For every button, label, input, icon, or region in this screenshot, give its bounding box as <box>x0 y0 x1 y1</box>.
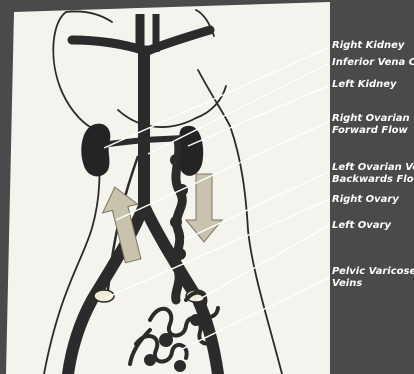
body-panel <box>6 2 330 374</box>
label-left-ovarian-line1: Left Ovarian Ve <box>332 162 414 173</box>
ovarian-varix-3 <box>170 216 182 228</box>
label-pelvic-varicose-line1: Pelvic Varicose <box>332 266 414 277</box>
label-right-kidney: Right Kidney <box>332 40 405 51</box>
label-inferior-vena-cava: Inferior Vena Ca <box>332 57 414 68</box>
label-left-ovary: Left Ovary <box>332 220 391 231</box>
label-right-ovarian-line1: Right Ovarian V <box>332 113 414 124</box>
label-left-kidney: Left Kidney <box>332 79 397 90</box>
ovarian-varix-4 <box>174 248 186 260</box>
label-right-ovary: Right Ovary <box>332 194 399 205</box>
label-right-ovarian-line2: Forward Flow <box>332 125 409 136</box>
label-left-ovarian-line2: Backwards Flo <box>332 174 414 185</box>
label-pelvic-varicose-line2: Veins <box>332 278 362 289</box>
